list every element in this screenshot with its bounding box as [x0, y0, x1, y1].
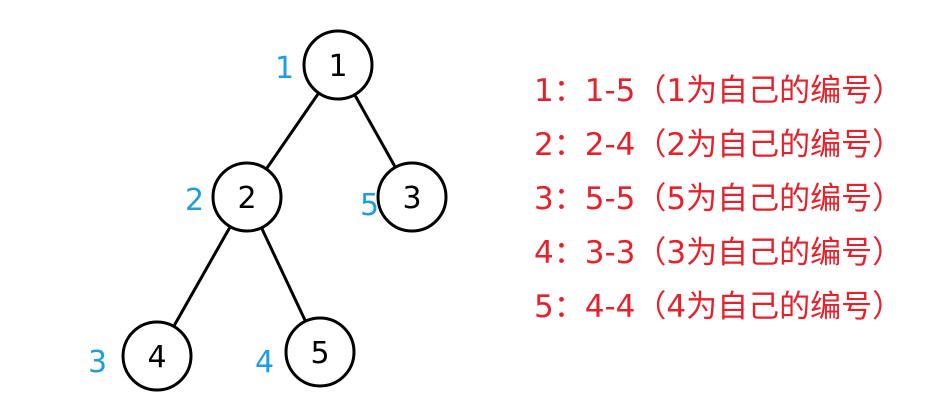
node-circle	[302, 29, 374, 101]
node-label: 3	[402, 181, 421, 216]
dfs-order-label-2: 2	[185, 183, 204, 218]
node-circle	[284, 316, 356, 388]
legend-line-2: 2：2-4（2为自己的编号）	[534, 127, 904, 163]
node-label: 5	[310, 336, 329, 371]
node-circle	[376, 161, 448, 233]
tree-node-3: 3	[376, 161, 448, 233]
order-labels-layer: 1 2 5 3 4	[88, 51, 379, 380]
edge-1-2	[265, 92, 320, 170]
edges-layer	[172, 92, 397, 328]
nodes-layer: 1 2 3 4 5	[121, 29, 448, 392]
node-label: 4	[147, 340, 166, 375]
node-label: 2	[237, 181, 256, 216]
tree-node-4: 4	[121, 320, 193, 392]
node-circle	[121, 320, 193, 392]
node-label: 1	[328, 49, 347, 84]
edge-2-4	[172, 225, 232, 328]
legend-line-4: 4：3-3（3为自己的编号）	[534, 235, 904, 271]
range-legend: 1：1-5（1为自己的编号） 2：2-4（2为自己的编号） 3：5-5（5为自己…	[534, 68, 903, 338]
legend-line-5: 5：4-4（4为自己的编号）	[534, 289, 904, 325]
dfs-order-label-1: 1	[275, 51, 294, 86]
dfs-order-label-5: 4	[255, 345, 274, 380]
tree-node-2: 2	[211, 161, 283, 233]
legend-line-3: 3：5-5（5为自己的编号）	[534, 181, 904, 217]
edge-1-3	[353, 93, 397, 169]
tree-node-1: 1	[302, 29, 374, 101]
node-circle	[211, 161, 283, 233]
tree-node-5: 5	[284, 316, 356, 388]
dfs-order-label-4: 3	[88, 345, 107, 380]
dfs-order-label-3: 5	[360, 188, 379, 223]
legend-line-1: 1：1-5（1为自己的编号）	[534, 73, 904, 109]
edge-2-5	[260, 227, 307, 322]
